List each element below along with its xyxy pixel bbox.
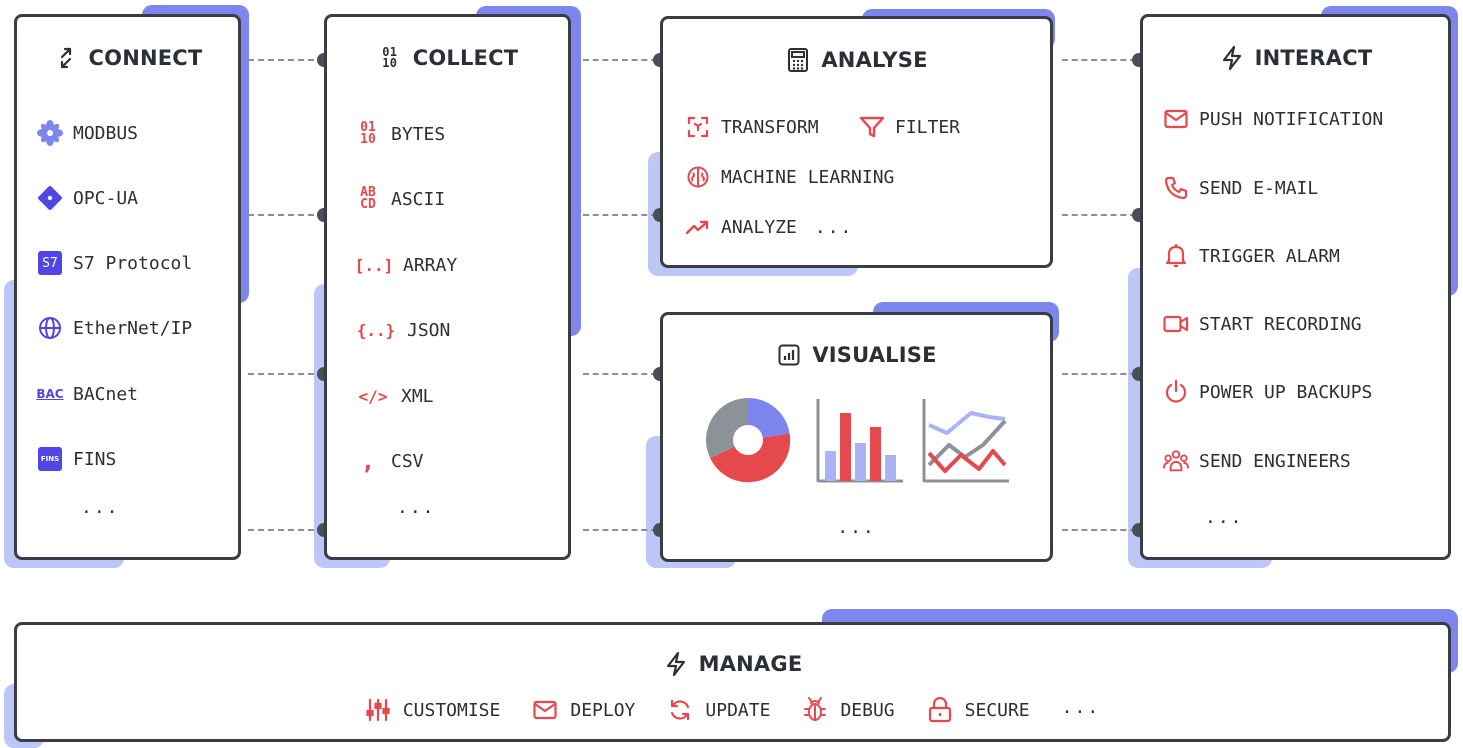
- array-icon: [..]: [354, 255, 394, 275]
- list-item-trigger-alarm: TRIGGER ALARM: [1163, 243, 1340, 269]
- manage-title: MANAGE: [17, 651, 1448, 677]
- analyse-title: ANALYSE: [663, 47, 1050, 73]
- more-ellipsis: ...: [1205, 507, 1244, 528]
- list-item-json: {..} JSON: [355, 317, 451, 343]
- lock-icon: [927, 697, 953, 723]
- bar-chart-illustration: [816, 399, 903, 483]
- connector: [1062, 214, 1136, 216]
- list-item-bytes: 01 10 BYTES: [355, 121, 445, 147]
- donut-chart-illustration: [706, 397, 791, 483]
- list-item-fins: FINS FINS: [37, 446, 116, 472]
- line-chart-illustration: [922, 399, 1009, 483]
- visualise-title: VISUALISE: [663, 342, 1050, 368]
- video-icon: [1163, 311, 1189, 337]
- list-item-bacnet: BAC BACnet: [36, 381, 138, 407]
- list-item-csv: , CSV: [355, 448, 424, 474]
- lightning-icon: [1219, 45, 1245, 71]
- list-item-transform: TRANSFORM: [685, 114, 819, 140]
- s7-icon: S7: [37, 250, 63, 276]
- brain-icon: [685, 164, 711, 190]
- visualise-card: VISUALISE ...: [660, 312, 1053, 562]
- analyze-more: ...: [814, 216, 854, 238]
- collect-title: 01 10 COLLECT: [327, 45, 568, 71]
- connector: [248, 59, 324, 61]
- transfer-icon: [53, 45, 79, 71]
- list-item-analyze: ANALYZE ...: [685, 214, 853, 240]
- opcua-icon: [37, 185, 63, 211]
- sliders-icon: [365, 697, 391, 723]
- fins-icon: FINS: [37, 446, 63, 472]
- connector: [583, 214, 657, 216]
- chart-icon: [776, 342, 802, 368]
- interact-title: INTERACT: [1143, 45, 1448, 71]
- collect-card: 01 10 COLLECT 01 10 BYTES AB CD ASCII [.…: [324, 14, 571, 560]
- binary-icon: 01 10: [382, 45, 398, 70]
- list-item-s7: S7 S7 Protocol: [37, 250, 192, 276]
- connector: [248, 373, 324, 375]
- connector: [583, 59, 657, 61]
- users-icon: [1163, 448, 1189, 474]
- phone-icon: [1163, 175, 1189, 201]
- list-item-power-up-backups: POWER UP BACKUPS: [1163, 379, 1372, 405]
- list-item-xml: </> XML: [355, 383, 434, 409]
- bacnet-icon: BAC: [36, 387, 64, 401]
- connector: [583, 529, 657, 531]
- manage-item-debug: DEBUG: [802, 697, 895, 723]
- list-item-send-email: SEND E-MAIL: [1163, 175, 1318, 201]
- connector: [1062, 59, 1136, 61]
- list-item-start-recording: START RECORDING: [1163, 311, 1362, 337]
- globe-icon: [37, 315, 63, 341]
- connect-title: CONNECT: [17, 45, 238, 71]
- manage-item-deploy: DEPLOY: [532, 697, 635, 723]
- connector: [248, 529, 324, 531]
- code-icon: </>: [358, 386, 388, 406]
- filter-icon: [859, 114, 885, 140]
- bug-icon: [802, 697, 828, 723]
- list-item-push-notification: PUSH NOTIFICATION: [1163, 106, 1383, 132]
- transform-icon: [685, 114, 711, 140]
- list-item-opcua: OPC-UA: [37, 185, 138, 211]
- manage-item-secure: SECURE: [927, 697, 1030, 723]
- manage-item-update: UPDATE: [667, 697, 770, 723]
- list-item-filter: FILTER: [859, 114, 960, 140]
- bell-icon: [1163, 243, 1189, 269]
- lightning-icon: [663, 651, 689, 677]
- more-ellipsis: ...: [837, 517, 876, 538]
- more-ellipsis: ...: [1061, 697, 1101, 718]
- list-item-ethernetip: EtherNet/IP: [37, 315, 192, 341]
- json-icon: {..}: [356, 320, 396, 340]
- list-item-ascii: AB CD ASCII: [355, 186, 445, 212]
- connector: [248, 214, 324, 216]
- mail-icon: [532, 697, 558, 723]
- calculator-icon: [785, 47, 811, 73]
- analyse-card: ANALYSE TRANSFORM FILTER MACHINE LEARNIN…: [660, 16, 1053, 268]
- modbus-icon: [37, 120, 63, 146]
- ascii-icon: AB CD: [360, 185, 376, 212]
- more-ellipsis: ...: [81, 497, 120, 518]
- comma-icon: ,: [360, 447, 376, 475]
- connector: [1062, 373, 1136, 375]
- trend-up-icon: [685, 214, 711, 240]
- list-item-modbus: MODBUS: [37, 120, 138, 146]
- mail-icon: [1163, 106, 1189, 132]
- manage-items: CUSTOMISE DEPLOY UPDATE DEBUG SECURE: [17, 697, 1448, 723]
- connector: [583, 373, 657, 375]
- interact-card: INTERACT PUSH NOTIFICATION SEND E-MAIL T…: [1140, 14, 1451, 560]
- manage-item-customise: CUSTOMISE: [365, 697, 500, 723]
- refresh-icon: [667, 697, 693, 723]
- manage-card: MANAGE CUSTOMISE DEPLOY UPDATE DEBUG: [14, 622, 1451, 742]
- more-ellipsis: ...: [397, 497, 436, 518]
- connector: [1062, 529, 1136, 531]
- list-item-send-engineers: SEND ENGINEERS: [1163, 448, 1351, 474]
- connect-card: CONNECT MODBUS OPC-UA S7 S7 Protocol Eth…: [14, 14, 241, 560]
- list-item-machine-learning: MACHINE LEARNING: [685, 164, 894, 190]
- binary-icon: 01 10: [360, 120, 376, 147]
- list-item-array: [..] ARRAY: [355, 252, 457, 278]
- power-icon: [1163, 379, 1189, 405]
